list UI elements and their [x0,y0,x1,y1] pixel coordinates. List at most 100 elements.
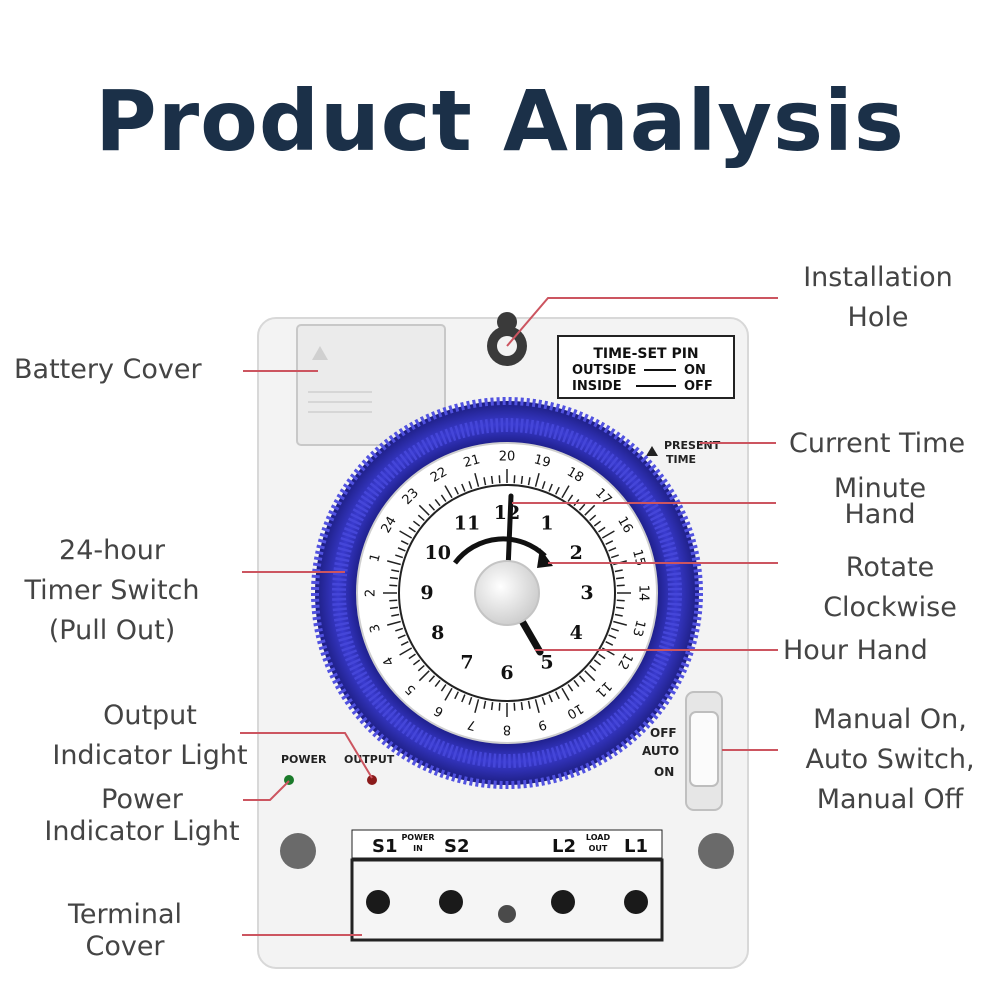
dial-tick [461,694,466,703]
label-manual-switch: Manual On, Auto Switch, Manual Off [805,704,975,815]
dial-outer-number: 19 [532,452,552,471]
dial-outer-number: 7 [466,716,478,733]
terminal-power-in-2: IN [413,844,423,853]
dial-tick [616,599,625,602]
battery-cover-arrow [312,346,328,360]
dial-tick [400,540,409,545]
dial-tick [444,687,453,701]
dial-tick [601,530,615,539]
label-terminal-cover: Terminal Cover [67,899,183,962]
leader-output-light [240,732,373,779]
dial-tick [613,620,627,626]
dial-tick [548,694,553,703]
terminal-screw-3 [551,890,575,914]
dial-outer-number: 9 [536,716,548,733]
dial-tick [561,687,570,701]
terminal-label-strip [351,829,663,859]
terminal-screw-2 [439,890,463,914]
dial-tick [474,699,480,713]
pin-inside-label: INSIDE [572,379,622,394]
dial-outer-number: 12 [614,650,635,672]
dial-outer-number: 3 [367,622,384,634]
pin-outside-label: OUTSIDE [572,363,636,378]
pin-off-label: OFF [684,379,713,394]
terminal-screw-1 [366,890,390,914]
dial-tick [584,504,596,516]
dial-tick [610,627,619,632]
dial-tick [614,613,623,617]
dial-tick [412,520,421,527]
label-rotate-clockwise: Rotate Clockwise [823,552,957,623]
dial-outer-number: 8 [503,722,511,737]
center-knob [474,560,540,626]
dial-tick [468,481,473,490]
dial-outer-number: 16 [614,514,635,536]
dial-tick [548,483,553,492]
label-battery-cover: Battery Cover [14,354,202,385]
dial-tick [567,684,574,692]
manual-switch-slider [689,711,719,787]
dial-tick [474,473,480,487]
dial-tick [418,670,430,682]
dial-tick [483,477,487,486]
dial-tick [391,613,400,617]
dial-inner-number: 1 [540,513,553,535]
dial-outer-number: 10 [564,700,586,721]
switch-auto-label: AUTO [642,744,679,758]
label-power-light: Power Indicator Light [44,784,240,847]
dial-tick [397,634,406,639]
dial-tick [434,498,441,507]
dial-tick [417,514,425,522]
dial-tick [395,554,404,559]
output-indicator-light [367,775,377,785]
dial-tick [520,475,524,484]
dial-tick [534,699,540,713]
dial-tick [605,540,614,545]
dial-tick [561,485,570,499]
dial-tick [593,659,602,666]
leader-lines [240,297,778,936]
dial-tick [578,503,586,511]
output-indicator-text: OUTPUT [344,753,395,766]
present-time-marker-icon [646,446,658,456]
dial-inner-number: 3 [580,582,593,604]
dial-tick [490,702,494,711]
dial-tick [408,653,416,660]
dial-tick [400,641,409,646]
dial-tick [593,520,602,527]
dial-outer-number: 21 [462,452,482,471]
right-mount-hole [698,833,734,869]
dial-tick [610,554,619,559]
dial-inner-number: 8 [431,622,444,644]
dial-tick [440,684,447,692]
dial-outer-number: 2 [364,589,379,597]
dial-ticks [383,469,631,717]
dial-tick [567,494,574,502]
terminal-center-hole [498,905,516,923]
dial-tick [573,679,580,688]
dial-outer-number: 14 [636,585,651,602]
dial-tick [520,702,524,711]
dial-inner-number: 7 [460,651,473,673]
rotate-clockwise-arrow [452,536,547,565]
terminal-power-in-1: POWER [401,833,434,842]
dial-tick [454,486,459,495]
dial-outer-number: 18 [564,465,586,486]
dial-tick [461,483,466,492]
dial-inner-number: 5 [540,651,553,673]
dial-tick [584,670,596,682]
dial-tick [490,475,494,484]
dial-tick [589,514,597,522]
dial-tick [428,675,436,683]
dial-tick [598,653,606,660]
dial-tick [527,700,531,709]
terminal-l2: L2 [552,836,576,857]
dial-tick [483,700,487,709]
dial-tick [408,526,416,533]
dial-tick [434,679,441,688]
dial-tick [468,696,473,705]
dial-tick [387,560,401,566]
